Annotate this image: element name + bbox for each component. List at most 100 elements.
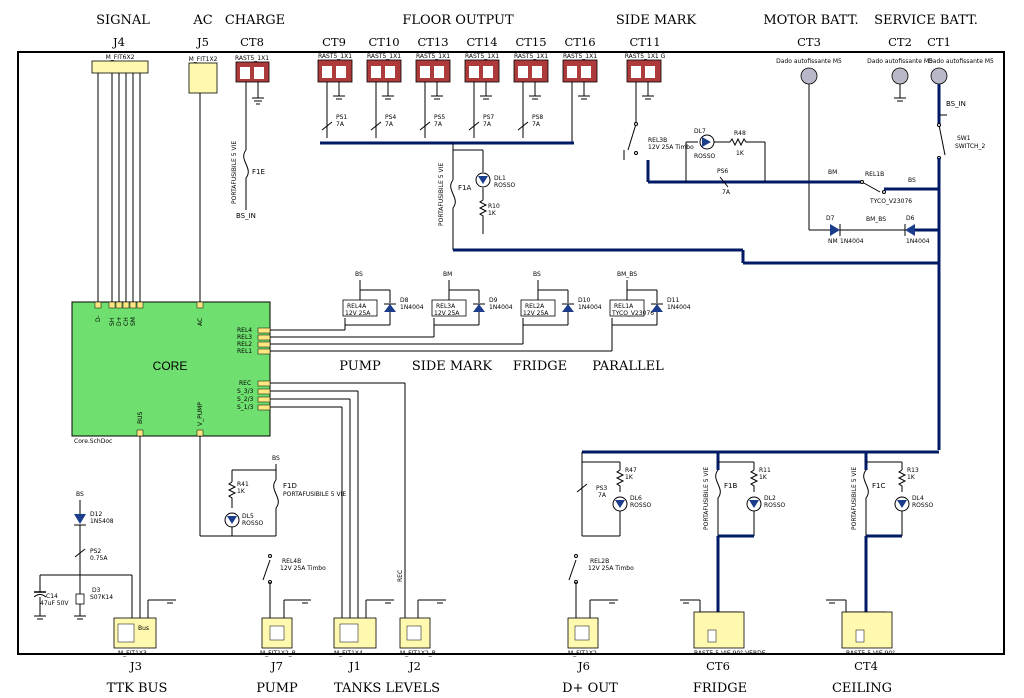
svg-text:D7: D7 (826, 215, 835, 222)
svg-text:1K: 1K (907, 474, 916, 481)
svg-text:ROSSO: ROSSO (912, 502, 934, 509)
svg-text:S07K14: S07K14 (90, 594, 113, 601)
j5-part: M_FIT1X2 (189, 56, 218, 63)
connector-ct14: RAST5_1X1 (464, 53, 500, 83)
svg-text:R11: R11 (759, 467, 771, 474)
section-service-batt: SERVICE BATT. (874, 13, 978, 28)
svg-text:R48: R48 (734, 130, 746, 137)
svg-text:C14: C14 (46, 593, 58, 600)
svg-text:AC: AC (197, 318, 204, 326)
ref-j6: J6 (577, 659, 590, 673)
svg-text:1N4004: 1N4004 (906, 238, 930, 245)
svg-text:RAST5_1X1: RAST5_1X1 (465, 53, 499, 60)
svg-text:R41: R41 (237, 481, 249, 488)
f1e-label: F1E (252, 168, 265, 176)
svg-text:M_FIT1X3: M_FIT1X3 (118, 650, 147, 657)
svg-text:REL1B: REL1B (865, 171, 884, 178)
connector-ct11: RAST5_1X1 G REL3B 12V 25A Timbo DL7 ROSS… (623, 53, 804, 196)
svg-text:M_FIT1X2_R: M_FIT1X2_R (260, 650, 296, 657)
ref-ct14: CT14 (466, 35, 497, 49)
svg-text:RAST5_1X1: RAST5_1X1 (514, 53, 548, 60)
svg-text:D9: D9 (489, 297, 498, 304)
sheet-border (17, 51, 1005, 655)
svg-text:BS_IN: BS_IN (946, 100, 966, 108)
svg-text:ROSSO: ROSSO (630, 502, 652, 509)
ref-ct13: CT13 (417, 35, 448, 49)
relay-label-side-mark: SIDE MARK (412, 359, 493, 374)
connector-j4: M_FIT6X2 (91, 54, 149, 302)
svg-text:12V 25A: 12V 25A (345, 310, 371, 317)
svg-text:1K: 1K (625, 474, 634, 481)
svg-text:REL1: REL1 (237, 348, 252, 355)
ref-ct3: CT3 (797, 35, 821, 49)
svg-text:SW1: SW1 (957, 135, 971, 142)
section-signal: SIGNAL (96, 13, 150, 28)
svg-text:Dado autofissante M5: Dado autofissante M5 (776, 58, 842, 65)
svg-text:PS3: PS3 (596, 485, 607, 492)
section-side-mark: SIDE MARK (616, 13, 697, 28)
svg-text:PS8: PS8 (532, 114, 543, 121)
connector-ct4: RAST5 5 VIE 90° (841, 611, 895, 657)
svg-text:SM: SM (130, 317, 137, 326)
svg-text:D3: D3 (92, 587, 101, 594)
ref-ct15: CT15 (515, 35, 546, 49)
svg-text:R47: R47 (625, 467, 637, 474)
svg-text:REL2A: REL2A (525, 303, 545, 310)
svg-text:F1D: F1D (283, 482, 297, 490)
svg-text:BS: BS (355, 271, 363, 278)
core-to-bottom-wires (139, 382, 406, 618)
svg-text:ROSSO: ROSSO (242, 520, 264, 527)
svg-text:D6: D6 (906, 215, 915, 222)
svg-text:7A: 7A (336, 121, 345, 128)
connector-ct6: RAST5 5 VIE 90° VERDE (693, 611, 766, 657)
section-pump: PUMP (256, 681, 298, 696)
svg-text:Dado autofissante M5: Dado autofissante M5 (867, 58, 933, 65)
svg-text:RAST5_1X1: RAST5_1X1 (367, 53, 401, 60)
connector-ct8: RAST5_1X1 F1E PORTAFUSIBILE 5 VIE BS_IN (231, 55, 270, 220)
svg-text:1K: 1K (736, 150, 745, 157)
svg-text:12V 25A Timbo: 12V 25A Timbo (280, 565, 326, 572)
connector-j7: M_FIT1X2_R (260, 617, 296, 657)
svg-text:DL6: DL6 (630, 495, 642, 502)
svg-text:PORTAFUSIBILE 5 VIE: PORTAFUSIBILE 5 VIE (283, 491, 346, 498)
connector-j2: M_FIT1X2_R REC (397, 570, 446, 657)
svg-text:DL7: DL7 (694, 128, 706, 135)
f1a-branch: F1A PORTAFUSIBILE 5 VIE DL1 ROSSO R10 1K (438, 143, 743, 252)
floor-output-group: RAST5_1X1 RAST5_1X1 RAST5_1X1 RAST5_1X1 … (317, 53, 598, 145)
ct3-terminal (800, 67, 818, 85)
svg-text:S_2/3: S_2/3 (237, 396, 254, 403)
svg-text:REL3B: REL3B (648, 137, 667, 144)
svg-text:ROSSO: ROSSO (694, 153, 716, 160)
svg-text:M_FIT1X4: M_FIT1X4 (334, 650, 363, 657)
svg-text:PS7: PS7 (483, 114, 494, 121)
svg-text:REL4B: REL4B (282, 558, 301, 565)
ct8-part: RAST5_1X1 (235, 55, 269, 62)
svg-text:R10: R10 (488, 203, 500, 210)
core-doc: Core.SchDoc (74, 438, 112, 445)
svg-text:NM: NM (828, 238, 838, 245)
svg-text:PS2: PS2 (90, 548, 101, 555)
ref-ct2: CT2 (888, 35, 912, 49)
svg-text:D+: D+ (116, 316, 123, 326)
ref-j4: J4 (112, 35, 125, 49)
svg-text:CH: CH (123, 317, 130, 326)
svg-text:BM_BS: BM_BS (617, 271, 637, 278)
svg-text:S_1/3: S_1/3 (237, 404, 254, 411)
svg-text:1K: 1K (237, 488, 246, 495)
svg-text:RAST5 5 VIE 90°: RAST5 5 VIE 90° (846, 650, 895, 657)
connector-ct15: RAST5_1X1 (513, 53, 549, 83)
svg-text:ROSSO: ROSSO (764, 502, 786, 509)
svg-text:RAST5_1X1: RAST5_1X1 (318, 53, 352, 60)
battery-terminals: Dado autofissante M5 Dado autofissante M… (776, 58, 994, 450)
svg-text:TYCO_V23076: TYCO_V23076 (611, 310, 654, 317)
connector-j5: M_FIT1X2 (189, 56, 218, 302)
svg-text:1N4004: 1N4004 (578, 304, 602, 311)
svg-text:REL2: REL2 (237, 341, 252, 348)
svg-text:PORTAFUSIBILE 5 VIE: PORTAFUSIBILE 5 VIE (703, 467, 710, 530)
svg-text:1N5408: 1N5408 (90, 518, 114, 525)
svg-text:7A: 7A (722, 189, 731, 196)
svg-text:RAST5_1X1 G: RAST5_1X1 G (625, 53, 666, 60)
